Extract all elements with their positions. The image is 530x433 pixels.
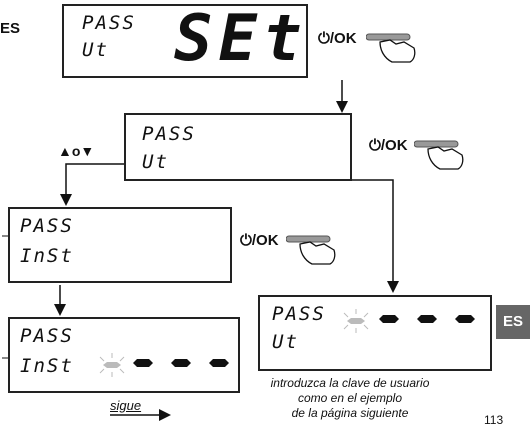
note-line-2: como en el ejemplo xyxy=(297,391,403,405)
power-ok-button-label-2: ⏻/OK xyxy=(369,137,408,154)
hand-press-icon xyxy=(414,140,464,170)
digit-dash xyxy=(379,315,399,323)
display-2-line2: Ut xyxy=(142,151,169,173)
display-1-line1: PASS xyxy=(82,12,136,34)
display-4-line1: PASS xyxy=(20,325,74,347)
hand-press-icon xyxy=(366,33,416,63)
display-2: PASS Ut xyxy=(124,113,352,181)
section-label: ES xyxy=(0,20,21,37)
display-1-big: SEt xyxy=(174,2,308,76)
digit-dash xyxy=(455,315,475,323)
display-5: PASS Ut xyxy=(258,295,492,371)
digit-dash xyxy=(171,359,191,367)
display-2-line1: PASS xyxy=(142,123,196,145)
blinking-digit-icon xyxy=(99,353,125,377)
blinking-digit-icon xyxy=(343,309,369,333)
digit-dash xyxy=(209,359,229,367)
display-5-line1: PASS xyxy=(272,303,326,325)
continue-label: sigue xyxy=(110,398,142,413)
display-4-line2: InSt xyxy=(20,355,74,377)
power-ok-button-label-3: ⏻/OK xyxy=(240,232,279,249)
display-3-line2: InSt xyxy=(20,245,74,267)
up-down-keys-label: ▲o▼ xyxy=(58,143,95,159)
display-1: PASS Ut SEt xyxy=(62,2,308,78)
display-5-line2: Ut xyxy=(272,331,299,353)
language-tab: ES xyxy=(496,305,530,339)
page-number: 113 xyxy=(484,413,504,427)
display-3: PASS InSt xyxy=(8,207,232,283)
arrow-d2-d5 xyxy=(352,179,399,293)
power-ok-button-label-1: ⏻/OK xyxy=(318,30,357,47)
note-line-3: de la página siguiente xyxy=(291,406,409,420)
display-1-line2: Ut xyxy=(82,39,109,61)
hand-press-icon xyxy=(286,235,336,265)
digit-dash xyxy=(133,359,153,367)
display-4: PASS InSt xyxy=(8,317,240,393)
display-3-line1: PASS xyxy=(20,215,74,237)
arrow-d2-d3 xyxy=(60,163,126,206)
instruction-note: introduzca la clave de usuario como en e… xyxy=(250,376,450,421)
note-line-1: introduzca la clave de usuario xyxy=(270,376,430,390)
digit-dash xyxy=(417,315,437,323)
